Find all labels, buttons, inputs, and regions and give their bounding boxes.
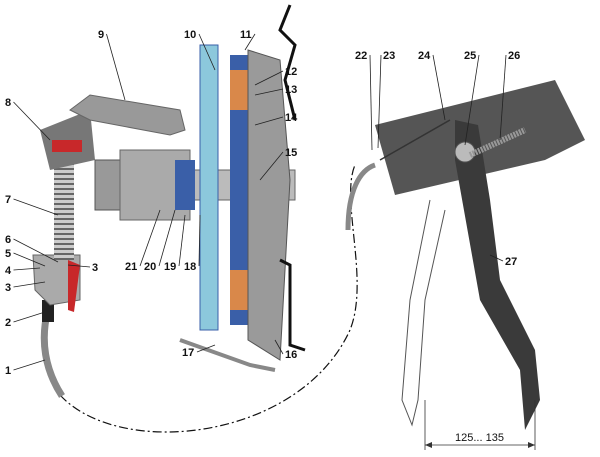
callout-label-13: 13 [285, 84, 297, 96]
leader-line [13, 359, 46, 371]
leader-line [13, 311, 46, 323]
leader-line [13, 101, 51, 141]
leader-line [106, 33, 126, 101]
leader-line [254, 88, 284, 96]
friction-lining-bottom [230, 270, 248, 310]
callout-label-14: 14 [285, 112, 298, 124]
leader-line [67, 264, 91, 268]
leader-line [254, 70, 284, 86]
leader-line [464, 54, 480, 146]
dimension-arrow-left [425, 442, 432, 448]
callout-label-20: 20 [144, 261, 156, 273]
leader-line [369, 54, 373, 151]
callout-label-25: 25 [464, 50, 476, 62]
cable-sheath [40, 309, 65, 398]
leader-line [198, 33, 216, 71]
callout-label-1: 1 [5, 365, 11, 377]
red-lever [68, 260, 80, 312]
leader-line [139, 209, 161, 267]
clutch-housing-bottom [179, 338, 276, 372]
leader-line [196, 344, 216, 353]
release-bearing [175, 160, 195, 210]
release-fork [69, 94, 186, 136]
pedal-return-spring [468, 127, 527, 158]
cable-spring [54, 160, 74, 260]
cable-end [345, 162, 376, 231]
flywheel [247, 49, 291, 361]
callout-label-4: 4 [5, 265, 12, 277]
callout-label-10: 10 [184, 29, 196, 41]
leader-line [13, 281, 46, 288]
callout-label-17: 17 [182, 347, 194, 359]
callout-label-11: 11 [240, 29, 252, 41]
callout-label-9: 9 [98, 29, 104, 41]
callout-label-26: 26 [508, 50, 520, 62]
pressure-plate [199, 44, 219, 331]
leader-line [178, 214, 186, 267]
callout-label-23: 23 [383, 50, 395, 62]
housing-line [279, 258, 306, 352]
callout-label-21: 21 [125, 261, 137, 273]
cable-to-pedal [379, 119, 451, 161]
engine-block-line [278, 4, 297, 121]
leader-line [432, 54, 446, 121]
callout-label-22: 22 [355, 50, 367, 62]
callout-label-5: 5 [5, 248, 11, 260]
leader-line [259, 151, 284, 181]
callout-label-3: 3 [5, 282, 11, 294]
leader-line [274, 339, 284, 355]
leader-line [499, 54, 507, 141]
leader-line [377, 54, 382, 149]
callout-label-27: 27 [505, 256, 517, 268]
leader-line [198, 214, 201, 267]
callout-label-16: 16 [285, 349, 297, 361]
leader-line [158, 209, 176, 267]
callout-label-2: 2 [5, 317, 11, 329]
callout-label-19: 19 [164, 261, 176, 273]
callout-label-6: 6 [5, 234, 11, 246]
pedal-ghost [401, 199, 446, 427]
pedal-arm [455, 120, 540, 430]
callout-label-8: 8 [5, 97, 11, 109]
friction-lining-top [230, 70, 248, 110]
leader-line [13, 267, 41, 271]
callout-label-24: 24 [418, 50, 431, 62]
cable-dashed-path [59, 164, 358, 433]
actuator-red [52, 140, 82, 152]
pedal-pivot [454, 141, 476, 163]
callout-label-3: 3 [92, 262, 98, 274]
dimension-arrow-right [528, 442, 535, 448]
leader-line [13, 238, 59, 263]
leader-line [13, 198, 59, 216]
callout-label-7: 7 [5, 194, 11, 206]
sheath-end [42, 300, 54, 322]
callout-label-18: 18 [184, 261, 196, 273]
leader-line [254, 116, 284, 126]
leader-line [244, 33, 256, 51]
callout-label-15: 15 [285, 147, 297, 159]
clutch-disc [230, 55, 248, 325]
callout-label-12: 12 [285, 66, 297, 78]
leader-line [13, 252, 46, 267]
leader-line [489, 254, 504, 262]
dimension-text: 125... 135 [455, 432, 504, 444]
